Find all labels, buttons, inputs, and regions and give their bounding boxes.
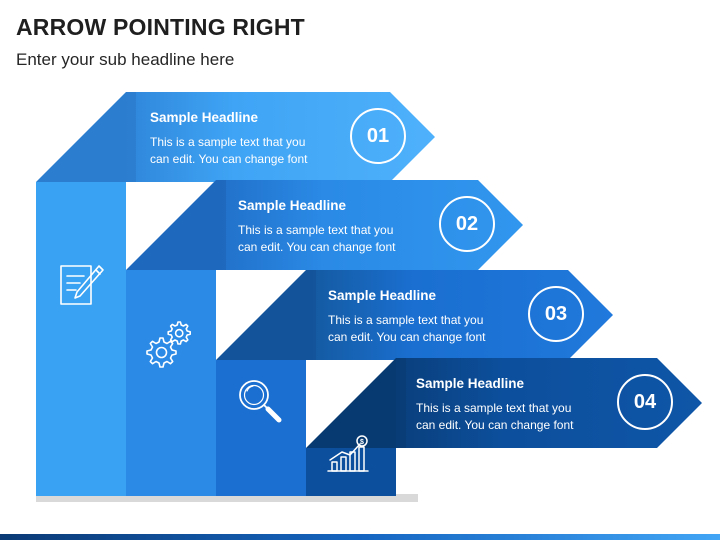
step-4-headline: Sample Headline: [416, 376, 525, 391]
step-2-description: This is a sample text that you can edit.…: [238, 222, 428, 256]
floor-shadow: [36, 494, 418, 502]
step-4-line-2: can edit. You can change font: [416, 418, 574, 432]
step-3-line-2: can edit. You can change font: [328, 330, 486, 344]
step-4-line-1: This is a sample text that you: [416, 401, 572, 415]
step-2-line-2: can edit. You can change font: [238, 240, 396, 254]
step-1-line-2: can edit. You can change font: [150, 152, 308, 166]
step-2-headline: Sample Headline: [238, 198, 347, 213]
step-2-line-1: This is a sample text that you: [238, 223, 394, 237]
arrow-step-1: [36, 92, 435, 496]
step-2-number-badge: 02: [439, 196, 495, 252]
step-3-line-1: This is a sample text that you: [328, 313, 484, 327]
step-3-description: This is a sample text that you can edit.…: [328, 312, 518, 346]
page-subtitle: Enter your sub headline here: [16, 50, 235, 69]
magnifier-icon: [239, 380, 282, 423]
step-4-number-badge: 04: [617, 374, 673, 430]
step-1-line-1: This is a sample text that you: [150, 135, 306, 149]
step-1-description: This is a sample text that you can edit.…: [150, 134, 340, 168]
arrow-step-2: [126, 180, 523, 496]
svg-text:$: $: [360, 439, 364, 446]
step-1-number-badge: 01: [350, 108, 406, 164]
footer-accent-bar: [0, 534, 720, 540]
step-3-number-badge: 03: [528, 286, 584, 342]
step-3-headline: Sample Headline: [328, 288, 437, 303]
step-1-headline: Sample Headline: [150, 110, 259, 125]
page-title: ARROW POINTING RIGHT: [16, 14, 305, 40]
step-4-description: This is a sample text that you can edit.…: [416, 400, 606, 434]
gears-icon: [146, 321, 191, 368]
growth-chart-icon: $: [327, 435, 369, 472]
document-edit-icon: [60, 265, 104, 305]
